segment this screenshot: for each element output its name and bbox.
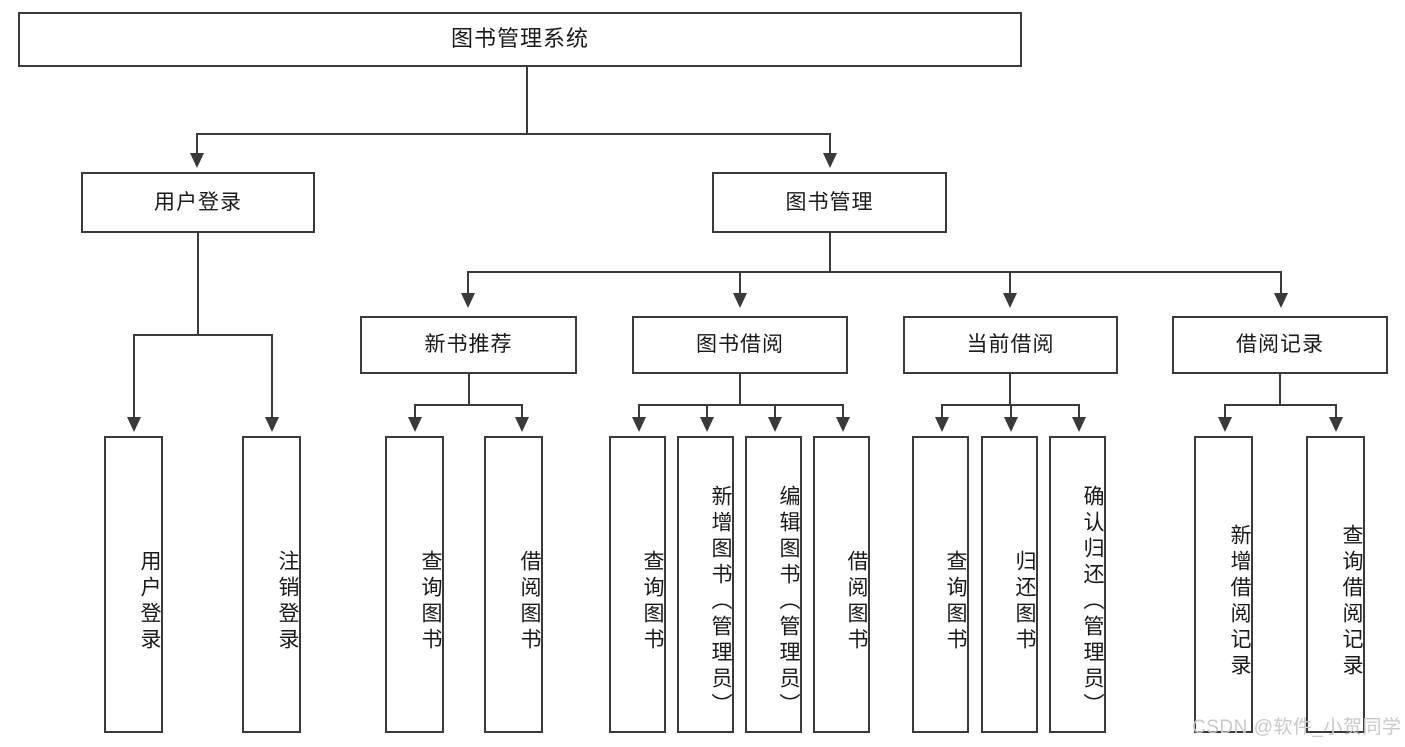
connector-newbook-bar xyxy=(414,404,522,406)
leaf-borrow-book-recommend-label: 借阅图书 xyxy=(518,549,541,654)
leaf-add-book-admin[interactable]: 新增图书（管理员） xyxy=(677,436,734,733)
arrow-user-leaf-1 xyxy=(127,417,141,432)
leaf-edit-book-admin-label: 编辑图书（管理员） xyxy=(777,484,800,719)
arrow-current-leaf-3 xyxy=(1072,417,1086,432)
leaf-confirm-return-admin[interactable]: 确认归还（管理员） xyxy=(1049,436,1106,733)
node-user-login[interactable]: 用户登录 xyxy=(81,172,315,233)
leaf-query-book-borrow[interactable]: 查询图书 xyxy=(609,436,666,733)
leaf-add-book-admin-label: 新增图书（管理员） xyxy=(709,484,732,719)
connector-current-bar xyxy=(941,404,1078,406)
leaf-query-book-recommend[interactable]: 查询图书 xyxy=(385,436,444,733)
leaf-query-borrow-record-label: 查询借阅记录 xyxy=(1340,523,1363,680)
connector-current-drop-2 xyxy=(1010,404,1012,419)
connector-newbook-stem xyxy=(468,374,470,406)
leaf-edit-book-admin[interactable]: 编辑图书（管理员） xyxy=(745,436,802,733)
leaf-borrow-book-recommend[interactable]: 借阅图书 xyxy=(484,436,543,733)
leaf-query-borrow-record[interactable]: 查询借阅记录 xyxy=(1306,436,1365,733)
leaf-add-borrow-record-label: 新增借阅记录 xyxy=(1228,523,1251,680)
arrow-borrow-leaf-1 xyxy=(632,417,646,432)
leaf-query-book-borrow-label: 查询图书 xyxy=(641,549,664,654)
arrow-book-to-record xyxy=(1274,293,1288,308)
arrow-record-leaf-1 xyxy=(1218,417,1232,432)
leaf-add-borrow-record[interactable]: 新增借阅记录 xyxy=(1194,436,1253,733)
node-book-borrow-label: 图书借阅 xyxy=(696,333,784,357)
node-current-borrow-label: 当前借阅 xyxy=(966,333,1055,357)
leaf-query-book-current-label: 查询图书 xyxy=(944,549,967,654)
connector-current-drop-3 xyxy=(1078,404,1080,419)
connector-user-drop-2 xyxy=(271,334,273,419)
node-root-label: 图书管理系统 xyxy=(450,26,589,52)
leaf-user-login[interactable]: 用户登录 xyxy=(104,436,163,733)
arrow-root-to-user xyxy=(190,153,204,168)
connector-borrow-bar xyxy=(638,404,843,406)
node-book-borrow[interactable]: 图书借阅 xyxy=(632,316,848,374)
leaf-return-book-label: 归还图书 xyxy=(1013,549,1036,654)
arrow-current-leaf-2 xyxy=(1004,417,1018,432)
leaf-logout[interactable]: 注销登录 xyxy=(242,436,301,733)
connector-borrow-drop-4 xyxy=(842,404,844,419)
connector-root-bar xyxy=(196,133,830,135)
leaf-query-book-current[interactable]: 查询图书 xyxy=(912,436,969,733)
connector-book-to-current xyxy=(1009,271,1011,295)
node-current-borrow[interactable]: 当前借阅 xyxy=(903,316,1118,374)
connector-book-to-borrow xyxy=(739,271,741,295)
node-new-book-recommend[interactable]: 新书推荐 xyxy=(360,316,577,374)
node-user-login-label: 用户登录 xyxy=(154,190,242,214)
connector-newbook-drop-2 xyxy=(521,404,523,419)
connector-borrow-stem xyxy=(739,374,741,406)
arrow-user-leaf-2 xyxy=(265,417,279,432)
arrow-book-to-current xyxy=(1003,293,1017,308)
arrow-borrow-leaf-3 xyxy=(768,417,782,432)
arrow-newbook-leaf-1 xyxy=(408,417,422,432)
connector-borrow-drop-1 xyxy=(638,404,640,419)
connector-level3-bar xyxy=(467,271,1280,273)
connector-record-stem xyxy=(1279,374,1281,406)
connector-record-bar xyxy=(1224,404,1336,406)
connector-current-drop-1 xyxy=(941,404,943,419)
connector-root-to-book xyxy=(829,133,831,155)
arrow-book-to-borrow xyxy=(733,293,747,308)
leaf-borrow-book-label: 借阅图书 xyxy=(845,549,868,654)
node-book-management[interactable]: 图书管理 xyxy=(712,172,947,233)
leaf-return-book[interactable]: 归还图书 xyxy=(981,436,1038,733)
connector-record-drop-2 xyxy=(1335,404,1337,419)
connector-user-stem xyxy=(197,233,199,336)
arrow-book-to-newbook xyxy=(461,293,475,308)
connector-root-stem xyxy=(526,67,528,135)
leaf-logout-label: 注销登录 xyxy=(276,549,299,654)
node-borrow-record[interactable]: 借阅记录 xyxy=(1172,316,1388,374)
node-borrow-record-label: 借阅记录 xyxy=(1236,333,1324,357)
leaf-borrow-book[interactable]: 借阅图书 xyxy=(813,436,870,733)
leaf-user-login-label: 用户登录 xyxy=(138,549,161,654)
arrow-borrow-leaf-2 xyxy=(700,417,714,432)
connector-record-drop-1 xyxy=(1224,404,1226,419)
connector-book-to-newbook xyxy=(467,271,469,295)
arrow-record-leaf-2 xyxy=(1329,417,1343,432)
arrow-newbook-leaf-2 xyxy=(515,417,529,432)
node-root-system[interactable]: 图书管理系统 xyxy=(18,12,1022,67)
node-new-book-recommend-label: 新书推荐 xyxy=(424,333,513,357)
arrow-root-to-book xyxy=(823,153,837,168)
arrow-current-leaf-1 xyxy=(935,417,949,432)
leaf-query-book-recommend-label: 查询图书 xyxy=(419,549,442,654)
connector-current-stem xyxy=(1009,374,1011,406)
connector-book-stem xyxy=(829,233,831,273)
arrow-borrow-leaf-4 xyxy=(836,417,850,432)
connector-user-bar xyxy=(133,334,273,336)
connector-newbook-drop-1 xyxy=(414,404,416,419)
connector-user-drop-1 xyxy=(133,334,135,419)
connector-borrow-drop-2 xyxy=(706,404,708,419)
connector-root-to-user xyxy=(196,133,198,155)
connector-borrow-drop-3 xyxy=(774,404,776,419)
node-book-management-label: 图书管理 xyxy=(785,190,874,214)
connector-book-to-record xyxy=(1280,271,1282,295)
leaf-confirm-return-admin-label: 确认归还（管理员） xyxy=(1081,484,1104,719)
